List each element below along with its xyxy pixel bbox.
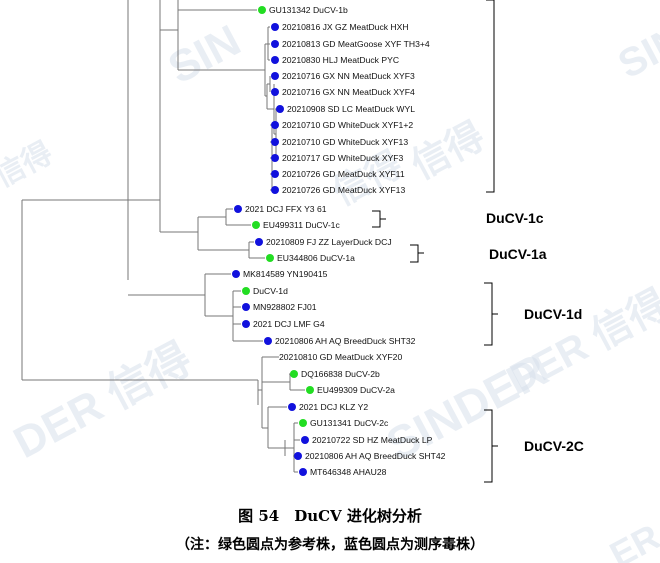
leaf-label: DuCV-1d [253, 286, 288, 296]
leaf-label: 20210830 HLJ MeatDuck PYC [282, 55, 399, 65]
clade-label: DuCV-1c [486, 210, 544, 226]
leaf-dot [294, 452, 302, 460]
leaf-dot [271, 121, 279, 129]
leaf-dot [271, 72, 279, 80]
leaf-dot [264, 337, 272, 345]
leaf-label: MK814589 YN190415 [243, 269, 328, 279]
leaf-label: 2021 DCJ KLZ Y2 [299, 402, 368, 412]
leaf-label: 20210722 SD HZ MeatDuck LP [312, 435, 433, 445]
leaf-dot [271, 170, 279, 178]
leaf-dot [299, 468, 307, 476]
leaf-label: 20210716 GX NN MeatDuck XYF3 [282, 71, 415, 81]
leaf-dot [266, 254, 274, 262]
clade-label: DuCV-1a [489, 246, 547, 262]
clade-bracket [372, 210, 386, 228]
leaf-dot [271, 88, 279, 96]
tree-leaves: GU131342 DuCV-1b 20210816 JX GZ MeatDuck … [232, 5, 446, 477]
leaf-label: EU344806 DuCV-1a [277, 253, 355, 263]
leaf-dot [258, 6, 266, 14]
clade-bracket [484, 409, 498, 483]
leaf-label: 2021 DCJ FFX Y3 61 [245, 204, 327, 214]
leaf-label: 20210806 AH AQ BreedDuck SHT42 [305, 451, 446, 461]
leaf-dot [288, 403, 296, 411]
clade-brackets [372, 0, 498, 483]
leaf-label: 20210810 GD MeatDuck XYF20 [279, 352, 402, 362]
clade-label: DuCV-1d [524, 306, 582, 322]
leaf-label: DQ166838 DuCV-2b [301, 369, 380, 379]
leaf-dot [271, 23, 279, 31]
leaf-dot [255, 238, 263, 246]
clade-bracket [484, 282, 498, 346]
leaf-dot [276, 105, 284, 113]
leaf-label: 20210813 GD MeatGoose XYF TH3+4 [282, 39, 430, 49]
leaf-label: 20210716 GX NN MeatDuck XYF4 [282, 87, 415, 97]
leaf-label: 20210726 GD MeatDuck XYF11 [282, 169, 405, 179]
leaf-label: MT646348 AHAU28 [310, 467, 387, 477]
leaf-dot [271, 154, 279, 162]
clade-bracket [410, 244, 424, 263]
leaf-dot [271, 56, 279, 64]
leaf-dot [301, 436, 309, 444]
leaf-label: 20210726 GD MeatDuck XYF13 [282, 185, 405, 195]
figure-note: （注：绿色圆点为参考株，蓝色圆点为测序毒株） [176, 537, 484, 553]
leaf-label: 2021 DCJ LMF G4 [253, 319, 325, 329]
figure-caption: 图 54 DuCV 进化树分析 [238, 507, 422, 525]
leaf-dot [242, 320, 250, 328]
leaf-dot [271, 186, 279, 194]
leaf-label: 20210908 SD LC MeatDuck WYL [287, 104, 415, 114]
leaf-dot [271, 40, 279, 48]
leaf-dot [299, 419, 307, 427]
leaf-label: 20210710 GD WhiteDuck XYF1+2 [282, 120, 413, 130]
leaf-label: EU499311 DuCV-1c [263, 220, 340, 230]
leaf-label: 20210809 FJ ZZ LayerDuck DCJ [266, 237, 392, 247]
tree-branches [21, 0, 305, 473]
leaf-label: 20210816 JX GZ MeatDuck HXH [282, 22, 409, 32]
leaf-dot [271, 138, 279, 146]
leaf-dot [242, 287, 250, 295]
leaf-label: 20210710 GD WhiteDuck XYF13 [282, 137, 408, 147]
leaf-label: MN928802 FJ01 [253, 302, 317, 312]
leaf-label: GU131341 DuCV-2c [310, 418, 389, 428]
clade-bracket [486, 0, 495, 193]
leaf-label: 20210717 GD WhiteDuck XYF3 [282, 153, 404, 163]
leaf-dot [306, 386, 314, 394]
leaf-dot [290, 370, 298, 378]
clade-label: DuCV-2C [524, 438, 584, 454]
leaf-dot [234, 205, 242, 213]
leaf-label: GU131342 DuCV-1b [269, 5, 348, 15]
leaf-label: 20210806 AH AQ BreedDuck SHT32 [275, 336, 416, 346]
leaf-dot [232, 270, 240, 278]
leaf-dot [242, 303, 250, 311]
leaf-dot [252, 221, 260, 229]
leaf-label: EU499309 DuCV-2a [317, 385, 395, 395]
